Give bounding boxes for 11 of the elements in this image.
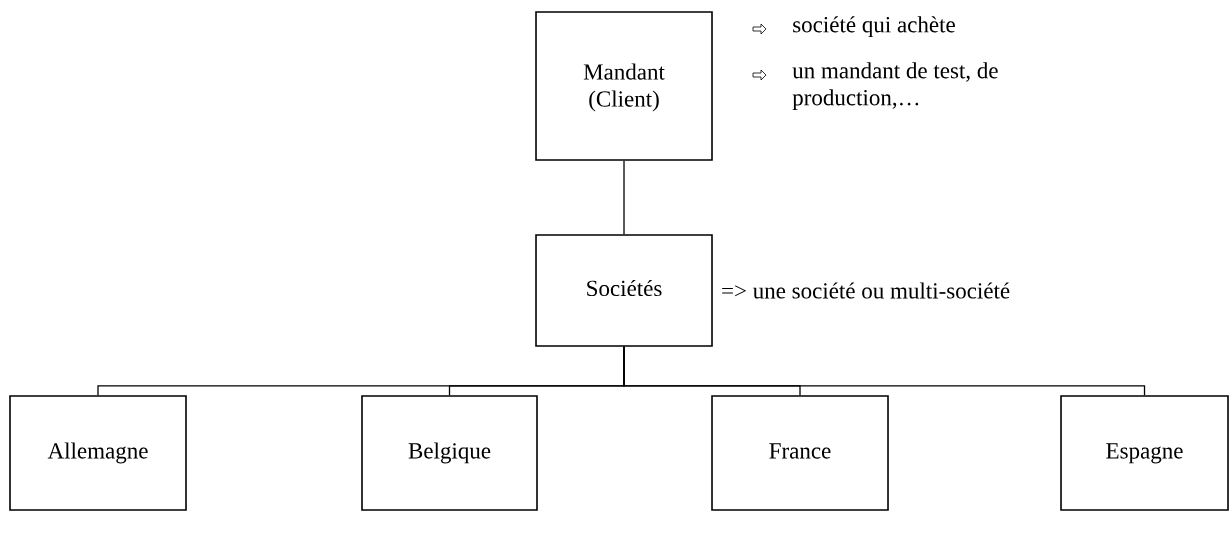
box: Allemagne: [9, 395, 187, 511]
note: un mandant de test, de production,…: [792, 62, 998, 111]
note: société qui achète: [793, 16, 955, 38]
box: Sociétés: [535, 234, 713, 347]
box: Espagne: [1060, 395, 1229, 511]
connector-line: [623, 346, 1146, 396]
connector-line: [623, 160, 625, 235]
box: Mandant (Client): [535, 11, 713, 161]
box: France: [711, 395, 889, 511]
box: Belgique: [361, 395, 538, 511]
note: => une société ou multi-société: [722, 282, 1010, 299]
